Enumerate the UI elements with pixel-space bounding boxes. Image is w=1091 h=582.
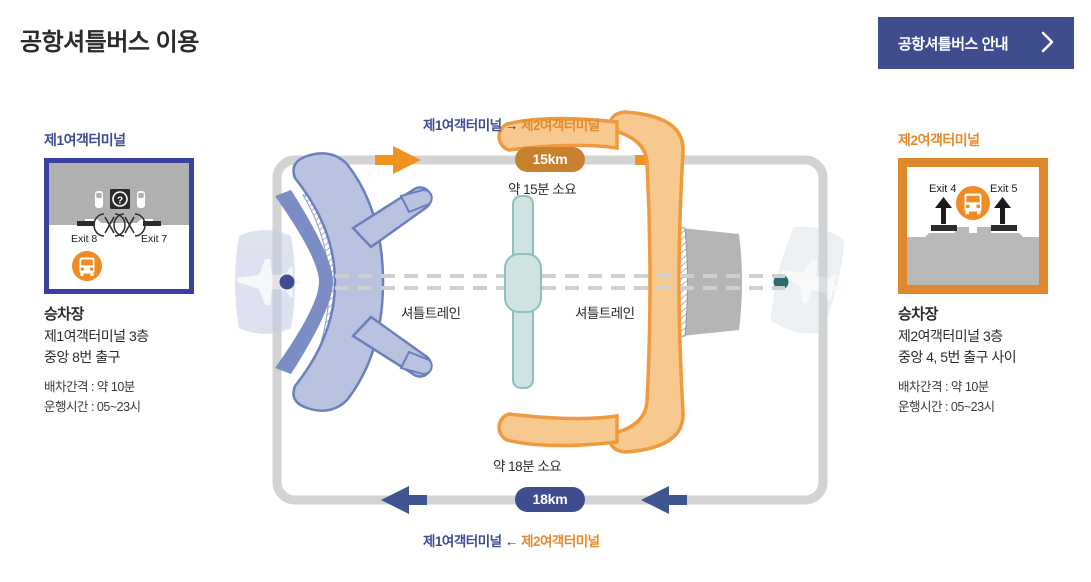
up-arrow-icon <box>994 197 1011 224</box>
shuttle-train-label-right: 셔틀트레인 <box>575 306 635 321</box>
terminal1-caption-title: 승차장 <box>44 306 84 323</box>
top-direction-label: 제1여객터미널 → 제2여객터미널 <box>423 118 600 133</box>
shuttle-route-map: 제1여객터미널 → 제2여객터미널 15km 약 15분 소요 셔틀트레인 셔틀… <box>225 100 875 560</box>
terminal2-hours: 운행시간 : 05~23시 <box>898 399 995 414</box>
terminal1-heading: 제1여객터미널 <box>44 132 126 148</box>
terminal1-illustration <box>235 152 433 412</box>
terminal2-station-dot <box>773 274 789 290</box>
terminal1-hours: 운행시간 : 05~23시 <box>44 399 141 414</box>
chevron-right-icon <box>1041 31 1054 53</box>
terminal1-caption-line-1: 제1여객터미널 3층 <box>44 327 149 344</box>
terminal2-caption-title: 승차장 <box>898 306 938 323</box>
terminal2-caption: 승차장 제2여객터미널 3층 중앙 4, 5번 출구 사이 배차간격 : 약 1… <box>898 304 1091 417</box>
shuttle-bus-guide-button[interactable]: 공항셔틀버스 안내 <box>878 17 1074 69</box>
terminal1-interval: 배차간격 : 약 10분 <box>44 379 135 394</box>
terminal2-caption-line-1: 제2여객터미널 3층 <box>898 327 1003 344</box>
terminal2-caption-line-2: 중앙 4, 5번 출구 사이 <box>898 348 1017 365</box>
page-title: 공항셔틀버스 이용 <box>20 29 199 56</box>
page-header: 공항셔틀버스 이용 공항셔틀버스 안내 <box>0 0 1091 86</box>
terminal1-exit-right-label: Exit 7 <box>141 233 167 245</box>
terminal2-panel: 제2여객터미널 Exit 4 Exit 5 <box>898 130 1091 417</box>
bottom-direction-label: 제1여객터미널 ← 제2여객터미널 <box>423 534 600 549</box>
up-arrow-icon <box>935 197 952 224</box>
guide-button-label: 공항셔틀버스 안내 <box>898 36 1009 53</box>
airplane-icon <box>235 230 302 334</box>
shuttle-bus-route-loop <box>272 155 828 505</box>
terminal2-exit-left-label: Exit 4 <box>929 183 957 195</box>
terminal2-heading: 제2여객터미널 <box>898 132 980 148</box>
terminal2-interval: 배차간격 : 약 10분 <box>898 379 989 394</box>
terminal1-figure: ? Exit 8 Exit 7 <box>44 158 194 294</box>
terminal2-exit-right-label: Exit 5 <box>990 183 1018 195</box>
shuttle-train-label-left: 셔틀트레인 <box>401 306 461 321</box>
svg-text:?: ? <box>117 196 123 207</box>
terminal2-illustration <box>497 110 845 454</box>
bus-circle-icon <box>72 251 102 281</box>
bottom-travel-time-label: 약 18분 소요 <box>493 459 562 474</box>
route-arrow-east <box>375 146 421 174</box>
distance-badge-15km: 15km <box>515 147 585 172</box>
top-travel-time-label: 약 15분 소요 <box>508 182 577 197</box>
terminal1-station-dot <box>279 274 295 290</box>
terminal1-caption-line-2: 중앙 8번 출구 <box>44 348 120 365</box>
distance-badge-18km: 18km <box>515 487 585 512</box>
shuttle-train-track <box>335 274 785 290</box>
route-arrow-west <box>381 486 427 514</box>
airplane-icon <box>770 226 845 334</box>
terminal1-exit-left-label: Exit 8 <box>71 233 97 245</box>
terminal1-panel: 제1여객터미널 ? <box>44 130 244 417</box>
bus-circle-icon <box>956 186 990 220</box>
shuttle-train-tube <box>504 195 542 389</box>
terminal1-caption: 승차장 제1여객터미널 3층 중앙 8번 출구 배차간격 : 약 10분 운행시… <box>44 304 244 417</box>
route-arrow-west <box>641 486 687 514</box>
terminal2-figure: Exit 4 Exit 5 <box>898 158 1048 294</box>
